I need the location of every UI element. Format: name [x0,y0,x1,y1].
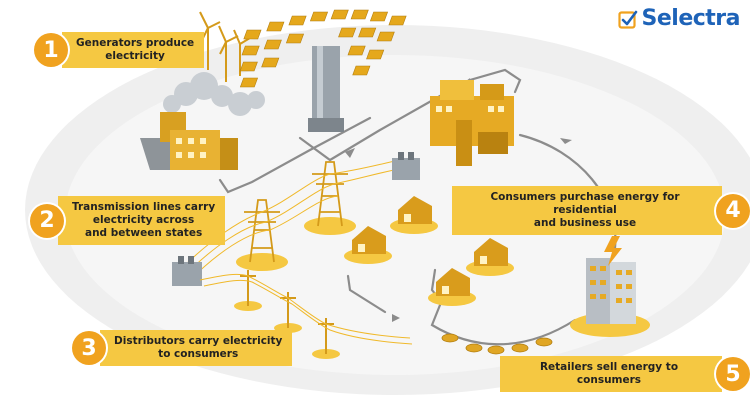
step-label: Retailers sell energy to consumers [500,356,722,392]
step-number: 1 [34,33,68,67]
smoke-cloud [163,72,265,116]
step-4: Consumers purchase energy for residentia… [452,186,750,235]
office-building-icon [570,236,650,337]
step-number: 4 [716,193,750,228]
wind-turbine-icon [199,11,251,82]
step-number: 3 [72,331,106,365]
solar-panel-icon [239,9,407,88]
step-label: Transmission lines carry electricity acr… [58,196,226,245]
coin-icon [441,333,553,355]
factory-icon [430,80,514,166]
solar-tower-icon [308,46,344,132]
step-3: 3 Distributors carry electricity to cons… [72,330,293,366]
step-number: 5 [716,357,750,391]
house-icon [344,196,514,306]
transmission-tower-icon [236,161,356,271]
check-box-icon [617,10,637,29]
step-label: Generators produce electricity [62,32,205,68]
step-number: 2 [30,203,64,238]
step-label: Distributors carry electricity to consum… [100,330,293,366]
power-plant-icon [140,112,238,170]
distribution-wires [199,273,413,345]
step-1: 1 Generators produce electricity [34,32,205,68]
step-2: 2 Transmission lines carry electricity a… [30,196,226,245]
step-5: Retailers sell energy to consumers 5 [500,356,750,392]
background-ellipse-inner [65,55,725,375]
brand-name: Selectra [641,6,741,31]
brand-logo: Selectra [617,6,741,31]
transformer-icon [172,152,420,286]
step-label: Consumers purchase energy for residentia… [452,186,722,235]
